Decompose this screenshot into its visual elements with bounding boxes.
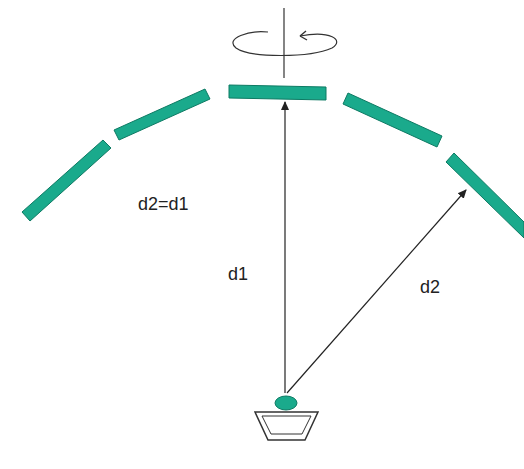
substrate	[446, 153, 524, 238]
distance-label: d2	[418, 277, 442, 299]
substrate-dome	[22, 85, 524, 238]
source-material	[275, 396, 297, 410]
rotation-axis	[283, 8, 284, 78]
substrate	[229, 85, 326, 100]
crucible-inner	[262, 416, 311, 434]
substrate	[343, 93, 442, 147]
distance-arrow	[284, 102, 285, 393]
distance-arrow	[287, 190, 466, 393]
distance-label: d1	[226, 264, 250, 286]
rotation-arrowhead	[300, 31, 307, 40]
distance-relation: d2=d1	[136, 194, 191, 216]
substrate	[22, 140, 111, 221]
rotation-arrow	[233, 32, 337, 56]
substrate	[114, 89, 210, 140]
crucible	[255, 412, 318, 440]
